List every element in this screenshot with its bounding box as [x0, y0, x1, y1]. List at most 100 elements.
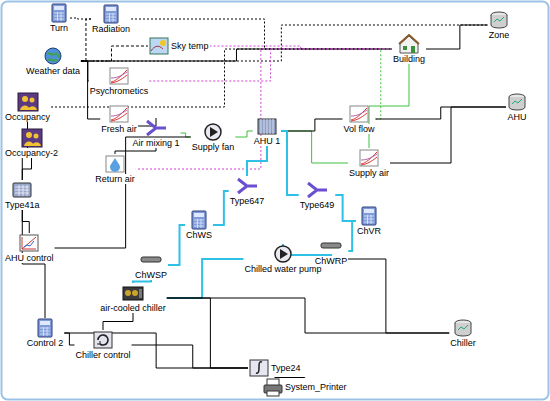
component-icon [108, 104, 130, 124]
link-line [51, 49, 392, 107]
component-label: Supply fan [191, 142, 236, 152]
component-label: Air mixing 1 [132, 138, 181, 148]
component-block: ChWS [185, 210, 213, 240]
component-label: AHU 1 [253, 136, 282, 146]
component-label: Radiation [91, 24, 131, 34]
link-line [64, 333, 74, 345]
link-line [348, 221, 356, 251]
link-line [281, 119, 342, 131]
component-block: Type24 [248, 358, 302, 378]
component-label: Chiller [449, 338, 477, 348]
link-line [70, 18, 91, 19]
component-block: Air mixing 1 [132, 118, 181, 148]
component-icon [358, 206, 380, 226]
component-block: AHU 1 [253, 116, 282, 146]
component-icon [262, 377, 284, 397]
component-block: Control 2 [26, 318, 65, 348]
component-icon [11, 180, 33, 200]
component-icon [140, 250, 162, 270]
component-label: Sky temp [170, 41, 210, 51]
component-label: ChWSP [134, 270, 168, 280]
component-icon [104, 154, 126, 174]
link-line [390, 107, 506, 163]
link-line [281, 131, 298, 195]
component-block: Type41a [4, 180, 41, 210]
component-label: Turn [49, 23, 69, 33]
component-icon [452, 318, 474, 338]
component-label: AHU control [4, 253, 55, 263]
link-line [22, 210, 29, 233]
component-label: Chilled water pump [243, 264, 322, 274]
component-label: Psychrometics [89, 86, 150, 96]
link-line [115, 148, 156, 154]
component-label: ChVR [356, 226, 382, 236]
link-line [22, 210, 45, 318]
component-icon [248, 358, 270, 378]
link-line [335, 195, 356, 221]
component-block: Occupancy [4, 92, 51, 122]
component-block: Supply air [348, 148, 390, 178]
link-line [213, 191, 229, 225]
component-icon [348, 104, 370, 124]
link-line [149, 49, 392, 81]
component-label: Type647 [229, 196, 266, 206]
component-block: AHU control [4, 233, 55, 263]
component-icon [256, 116, 278, 136]
component-block: Type647 [229, 176, 266, 206]
link-line [247, 146, 267, 176]
component-icon [358, 148, 380, 168]
component-label: System_Printer [284, 382, 348, 392]
component-label: Building [392, 54, 426, 64]
link-line [369, 64, 409, 148]
component-icon [236, 176, 258, 196]
component-label: Weather data [25, 66, 81, 76]
link-line [426, 25, 488, 49]
link-line [22, 158, 31, 180]
component-icon [17, 92, 39, 112]
component-block: Zone [488, 10, 511, 40]
component-label: Return air [94, 174, 136, 184]
link-line [81, 19, 91, 61]
link-line [103, 313, 133, 330]
component-block: Return air [94, 154, 136, 184]
component-icon [145, 118, 167, 138]
component-icon [122, 283, 144, 303]
link-line [136, 49, 392, 169]
component-label: Type41a [4, 200, 41, 210]
component-icon [34, 318, 56, 338]
component-block: Supply fan [191, 122, 236, 152]
link-line [168, 225, 185, 265]
component-label: Control 2 [26, 338, 65, 348]
component-block: Chiller control [74, 330, 131, 360]
component-icon [148, 36, 170, 56]
component-icon [92, 330, 114, 350]
component-block: Vol flow [342, 104, 375, 134]
component-label: AHU [506, 112, 527, 122]
component-label: Type24 [270, 363, 302, 373]
component-block: Building [392, 34, 426, 64]
link-line [132, 345, 248, 368]
component-label: Occupancy [4, 112, 51, 122]
component-block: Turn [48, 3, 70, 33]
link-line [81, 49, 392, 61]
component-block: ChWRP [314, 236, 349, 266]
link-line [235, 131, 252, 137]
component-icon [42, 46, 64, 66]
component-label: Vol flow [342, 124, 375, 134]
link-line [167, 298, 449, 333]
link-line [181, 133, 191, 137]
link-line [64, 333, 248, 368]
link-line [281, 131, 348, 163]
component-icon [21, 128, 43, 148]
link-line [81, 46, 148, 61]
component-icon [108, 66, 130, 86]
component-block: System_Printer [262, 377, 348, 397]
component-block: air-cooled chiller [99, 283, 167, 313]
component-block: Fresh air [100, 104, 138, 134]
component-block: Chilled water pump [243, 244, 322, 274]
component-label: Zone [488, 30, 511, 40]
component-icon [48, 3, 70, 23]
link-line [323, 259, 450, 333]
